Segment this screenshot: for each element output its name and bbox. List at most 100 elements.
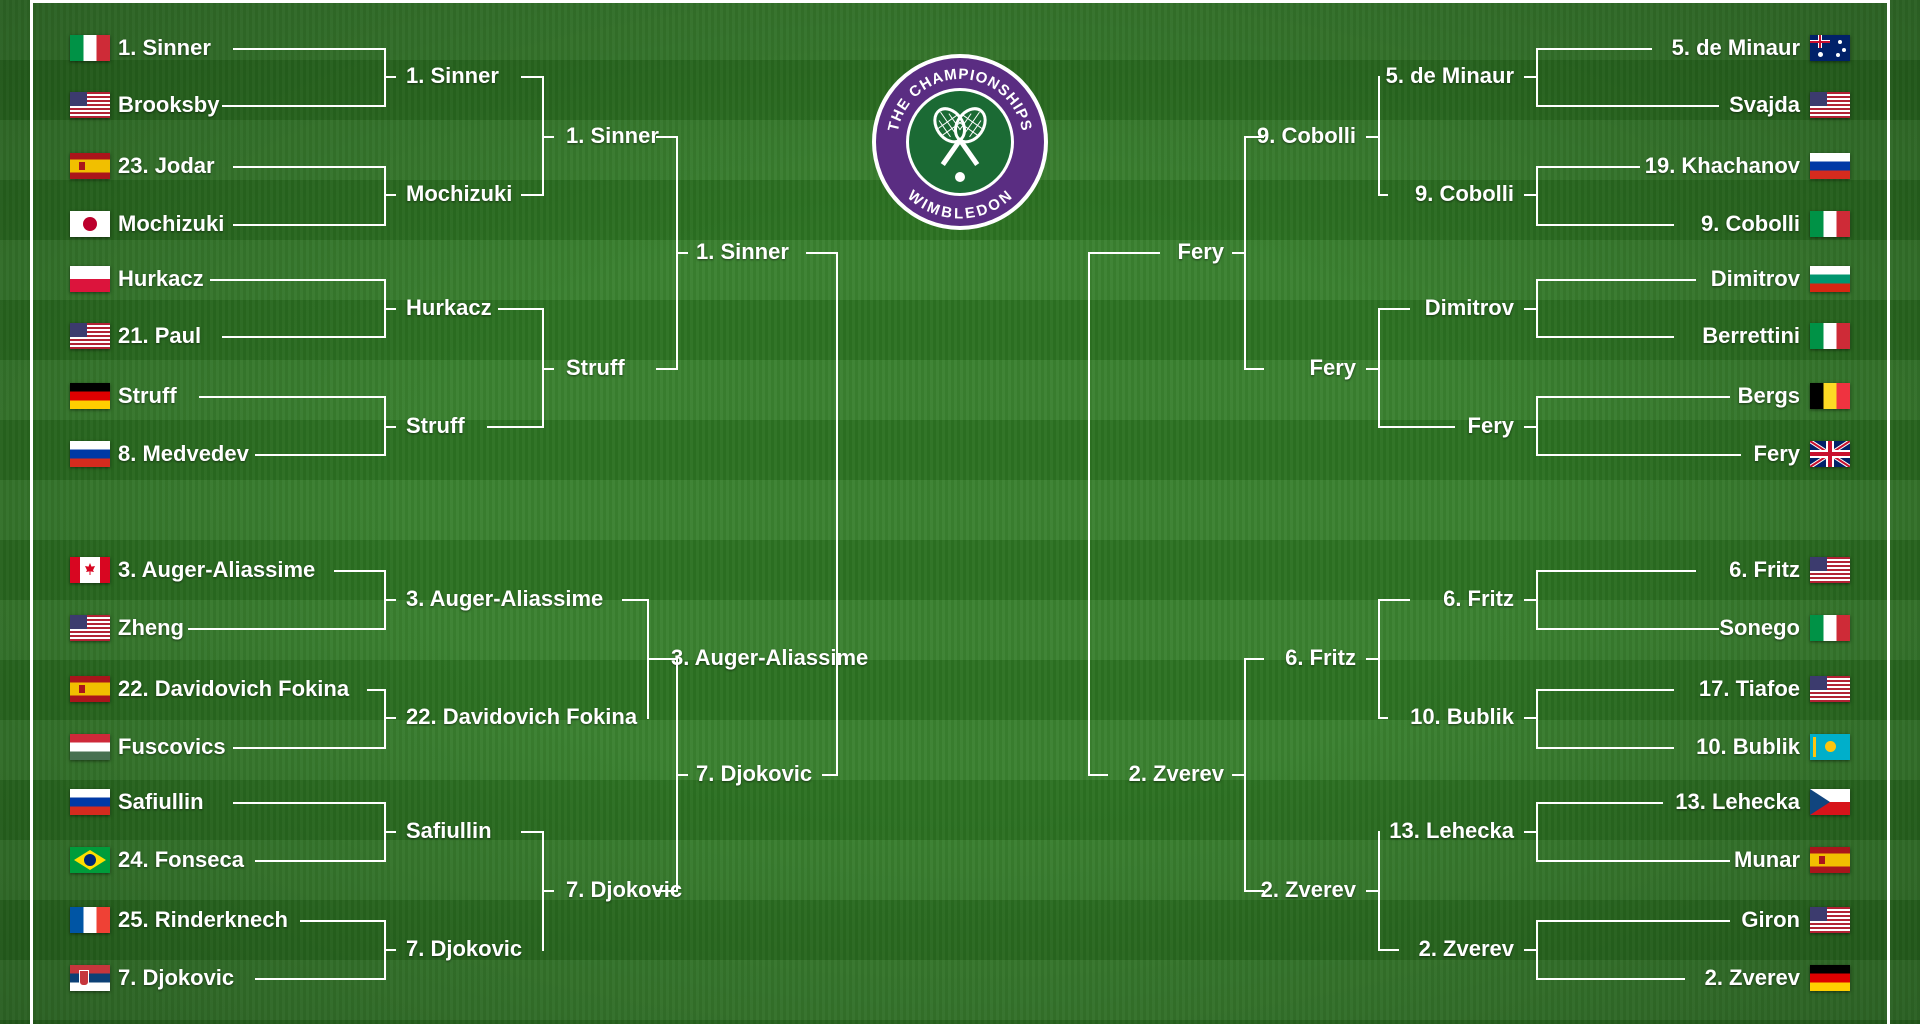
qf-player-right-2-zverev: 2. Zverev — [1418, 936, 1514, 961]
qf-player-right-10-bublik: 10. Bublik — [1410, 704, 1514, 729]
flag-france-icon — [70, 907, 110, 933]
left-qf-connector-3-top — [521, 831, 542, 833]
flag-japan-icon — [70, 211, 110, 237]
r16-player-right-fery: Fery — [1753, 441, 1800, 466]
flag-russia-icon — [1810, 153, 1850, 179]
left-r16-connector-2-top — [210, 279, 384, 281]
final-player-left-1-sinner: 1. Sinner — [696, 239, 789, 264]
flag-usa-icon — [1810, 92, 1850, 118]
right-r16-connector-6-bottom — [1536, 860, 1730, 862]
flag-usa-icon — [70, 92, 110, 118]
r16-player-right-munar: Munar — [1734, 847, 1800, 872]
right-sf-connector-0-bottom — [1244, 368, 1264, 370]
right-qf-connector-2-top — [1378, 599, 1410, 601]
qf-player-left-3-auger-aliassime: 3. Auger-Aliassime — [406, 586, 604, 611]
right-qf-connector-3-bottom — [1378, 949, 1399, 951]
right-qf-connector-1-top — [1378, 308, 1410, 310]
r16-player-right-bergs: Bergs — [1737, 383, 1800, 408]
left-r16-connector-2-bottom — [222, 336, 384, 338]
right-r16-connector-3-vertical — [1536, 396, 1538, 456]
left-r16-connector-0-top — [233, 48, 384, 50]
r16-player-left-7-djokovic: 7. Djokovic — [118, 965, 235, 990]
right-sf-connector-0-top — [1244, 136, 1264, 138]
qf-player-right-dimitrov: Dimitrov — [1424, 295, 1514, 320]
qf-player-left-hurkacz: Hurkacz — [406, 295, 492, 320]
right-r16-connector-7-bottom — [1536, 978, 1685, 980]
left-r16-connector-0-out — [384, 76, 396, 78]
r16-player-right-2-zverev: 2. Zverev — [1704, 965, 1800, 990]
right-sf-connector-0-vertical — [1244, 136, 1246, 370]
right-r16-connector-4-out — [1524, 599, 1536, 601]
r16-player-right-berrettini: Berrettini — [1702, 323, 1800, 348]
flag-australia-icon — [1810, 35, 1850, 61]
crossed-rackets-icon — [933, 107, 987, 182]
left-r16-connector-7-top — [300, 920, 384, 922]
left-final-connector-vertical — [836, 252, 838, 776]
left-sf-connector-1-out — [676, 774, 688, 776]
right-r16-connector-4-top — [1536, 570, 1696, 572]
r16-player-left-mochizuki: Mochizuki — [118, 211, 225, 236]
left-qf-connector-2-top — [622, 599, 647, 601]
left-r16-connector-3-bottom — [255, 454, 384, 456]
right-qf-connector-0-out — [1366, 136, 1378, 138]
qf-player-left-safiullin: Safiullin — [406, 818, 492, 843]
final-player-left-7-djokovic: 7. Djokovic — [696, 761, 813, 786]
right-qf-connector-1-vertical — [1378, 308, 1380, 428]
flag-canada-icon — [70, 557, 110, 583]
left-r16-connector-1-out — [384, 194, 396, 196]
right-r16-connector-1-top — [1536, 166, 1640, 168]
flag-bulgaria-icon — [1810, 266, 1850, 292]
flag-spain-icon — [1810, 847, 1850, 873]
flag-germany-icon — [70, 383, 110, 409]
qf-player-left-struff: Struff — [406, 413, 465, 438]
flag-spain-icon — [70, 153, 110, 179]
sf-player-right-6-fritz: 6. Fritz — [1285, 645, 1356, 670]
left-r16-connector-5-vertical — [384, 689, 386, 749]
left-r16-connector-4-bottom — [188, 628, 384, 630]
left-r16-connector-1-top — [233, 166, 384, 168]
flag-italy-icon — [1810, 323, 1850, 349]
right-r16-connector-1-vertical — [1536, 166, 1538, 226]
qf-player-left-1-sinner: 1. Sinner — [406, 63, 499, 88]
left-r16-connector-5-out — [384, 717, 396, 719]
sf-player-right-9-cobolli: 9. Cobolli — [1257, 123, 1356, 148]
final-player-right-fery: Fery — [1177, 239, 1224, 264]
r16-player-right-13-lehecka: 13. Lehecka — [1675, 789, 1800, 814]
flag-italy-icon — [1810, 615, 1850, 641]
r16-player-right-sonego: Sonego — [1719, 615, 1800, 640]
qf-player-left-mochizuki: Mochizuki — [406, 181, 513, 206]
right-r16-connector-5-vertical — [1536, 689, 1538, 749]
left-sf-connector-0-top — [656, 136, 676, 138]
flag-poland-icon — [70, 266, 110, 292]
flag-usa-icon — [1810, 676, 1850, 702]
right-r16-connector-2-vertical — [1536, 279, 1538, 338]
right-final-connector-vertical — [1088, 252, 1090, 776]
sf-player-left-struff: Struff — [566, 355, 625, 380]
court-sideline-right — [1887, 0, 1890, 1024]
right-r16-connector-0-vertical — [1536, 48, 1538, 107]
r16-player-left-zheng: Zheng — [118, 615, 184, 640]
left-final-connector-top — [806, 252, 836, 254]
sf-player-right-fery: Fery — [1309, 355, 1356, 380]
r16-player-left-hurkacz: Hurkacz — [118, 266, 204, 291]
right-r16-connector-7-vertical — [1536, 920, 1538, 980]
right-r16-connector-3-bottom — [1536, 454, 1741, 456]
right-qf-connector-1-bottom — [1378, 426, 1455, 428]
qf-player-right-13-lehecka: 13. Lehecka — [1389, 818, 1514, 843]
court-baseline — [30, 0, 1890, 3]
right-r16-connector-6-vertical — [1536, 802, 1538, 862]
right-r16-connector-2-top — [1536, 279, 1696, 281]
left-r16-connector-5-top — [367, 689, 384, 691]
left-qf-connector-0-out — [542, 136, 554, 138]
flag-kazakhstan-icon — [1810, 734, 1850, 760]
flag-russia-icon — [70, 441, 110, 467]
r16-player-right-17-tiafoe: 17. Tiafoe — [1698, 676, 1800, 701]
right-qf-connector-2-out — [1366, 658, 1378, 660]
left-r16-connector-7-out — [384, 949, 396, 951]
flag-usa-icon — [70, 615, 110, 641]
right-qf-connector-2-bottom — [1378, 717, 1388, 719]
qf-player-right-6-fritz: 6. Fritz — [1443, 586, 1514, 611]
r16-player-left-21-paul: 21. Paul — [118, 323, 202, 348]
r16-player-left-23-jodar: 23. Jodar — [118, 153, 215, 178]
qf-player-right-fery: Fery — [1467, 413, 1514, 438]
